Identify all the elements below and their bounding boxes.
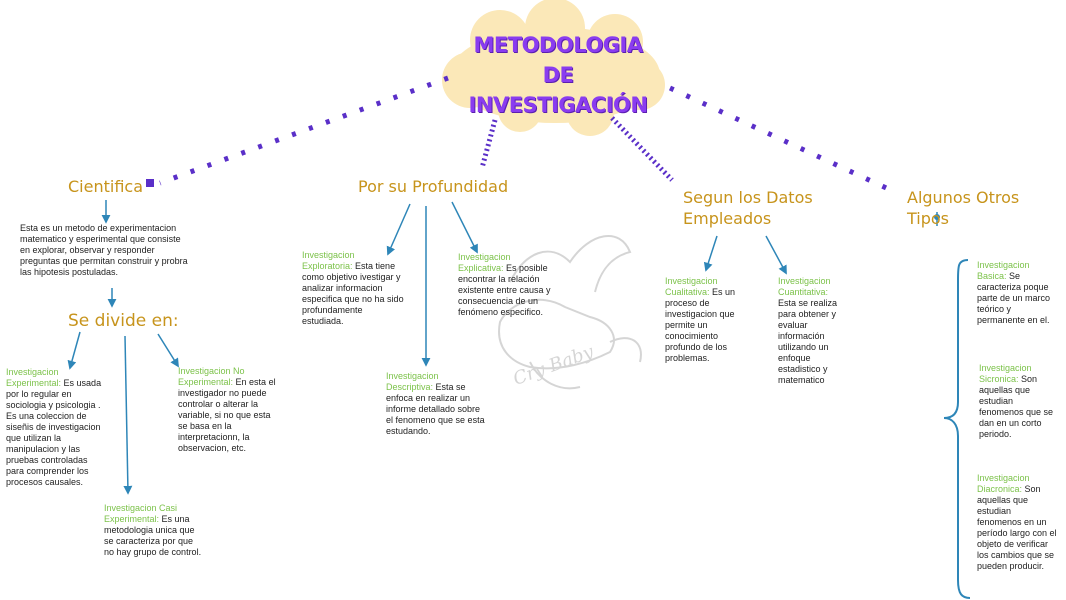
node-label: Investigacion Cuantitativa: [778, 276, 831, 297]
dotted-connectors [159, 75, 897, 195]
arrow-cuantitativa [765, 235, 787, 275]
node-text: Es una metodologia unica que se caracter… [104, 514, 202, 557]
cientifica-description-text: Esta es un metodo de experimentacion mat… [20, 223, 188, 277]
investigacion-experimental-node: Investigacion Experimental: Es usada por… [6, 367, 106, 488]
node-label: Investigacion No Experimental: [178, 366, 245, 387]
node-text: Esta se enfoca en realizar un informe de… [386, 382, 485, 436]
connector-cientifica [159, 75, 449, 186]
branch-title-datos-line2: Empleados [683, 209, 772, 228]
investigacion-cuantitativa-node: Investigacion Cuantitativa: Esta se real… [778, 276, 846, 386]
node-text: Esta tiene como objetivo ivestigar y ana… [302, 261, 404, 326]
node-text: Son aquellas que estudian fenomenos en u… [977, 484, 1057, 571]
node-label: Investigacion Exploratoria: [302, 250, 355, 271]
node-label: Investigacion Experimental: [6, 367, 62, 388]
title-line-2: INVESTIGACIÓN [468, 93, 648, 117]
otros-brace [934, 212, 971, 599]
investigacion-explicativa-node: Investigacion Explicativa: Es posible en… [458, 252, 558, 318]
branch-title-datos-line1: Segun los Datos [683, 188, 813, 207]
connector-profundidad [479, 119, 498, 169]
arrow-explicativa [451, 201, 478, 254]
node-text: Son aquellas que estudian fenomenos que … [979, 374, 1054, 439]
node-text: Esta se realiza para obtener y evaluar i… [778, 298, 838, 385]
node-label: Investigacion Casi Experimental: [104, 503, 178, 524]
arrow-experimental [67, 331, 81, 370]
investigacion-diacronica-node: Investigacion Diacronica: Son aquellas q… [977, 473, 1057, 572]
connector-end-marker [146, 179, 154, 187]
investigacion-no-experimental-node: Investigacion No Experimental: En esta e… [178, 366, 278, 454]
branch-title-otros: Algunos Otros Tipos [907, 188, 1020, 228]
node-label: Investigacion Basica: [977, 260, 1030, 281]
node-label: Investigacion Explicativa: [458, 252, 511, 273]
node-text: Se caracteriza poque parte de un marco t… [977, 271, 1051, 325]
arrows [67, 200, 787, 495]
node-label: Investigacion Cualitativa: [665, 276, 718, 297]
node-label: Investigacion Diacronica: [977, 473, 1030, 494]
title-line-1: METODOLOGIA DE [473, 33, 644, 87]
connector-otros [668, 85, 897, 195]
node-label: Investigacion Descriptiva: [386, 371, 439, 392]
arrow-no-experimental [157, 333, 179, 368]
node-text: Es un proceso de investigacion que permi… [665, 287, 736, 363]
branch-title-cientifica: Cientifica [68, 177, 143, 196]
title-cloud [442, 0, 665, 136]
connector-datos [610, 116, 674, 182]
branch-title-datos: Segun los Datos Empleados [683, 187, 813, 229]
investigacion-sicronica-node: Investigacion Sicronica: Son aquellas qu… [979, 363, 1055, 440]
se-divide-en-heading: Se divide en: [68, 311, 179, 331]
node-text: Es usada por lo regular en sociologia y … [6, 378, 102, 487]
page-title: METODOLOGIA DE INVESTIGACIÓN [458, 30, 658, 120]
arrow-casi-experimental [123, 335, 133, 495]
branch-title-profundidad: Por su Profundidad [358, 177, 509, 196]
investigacion-cualitativa-node: Investigacion Cualitativa: Es un proceso… [665, 276, 737, 364]
hatched-connectors [479, 116, 674, 182]
arrow-cualitativa [703, 235, 718, 272]
node-label: Investigacion Sicronica: [979, 363, 1032, 384]
watermark-text: Cry Baby [510, 341, 597, 390]
investigacion-exploratoria-node: Investigacion Exploratoria: Esta tiene c… [302, 250, 406, 327]
cry-baby-watermark: Cry Baby [498, 235, 642, 390]
arrow-exploratoria [386, 203, 411, 256]
node-text: En esta el investigador no puede control… [178, 377, 276, 453]
investigacion-basica-node: Investigacion Basica: Se caracteriza poq… [977, 260, 1053, 326]
node-text: Es posible encontrar la relación existen… [458, 263, 551, 317]
cientifica-description: Esta es un metodo de experimentacion mat… [20, 223, 192, 278]
investigacion-casi-experimental-node: Investigacion Casi Experimental: Es una … [104, 503, 204, 558]
investigacion-descriptiva-node: Investigacion Descriptiva: Esta se enfoc… [386, 371, 486, 437]
